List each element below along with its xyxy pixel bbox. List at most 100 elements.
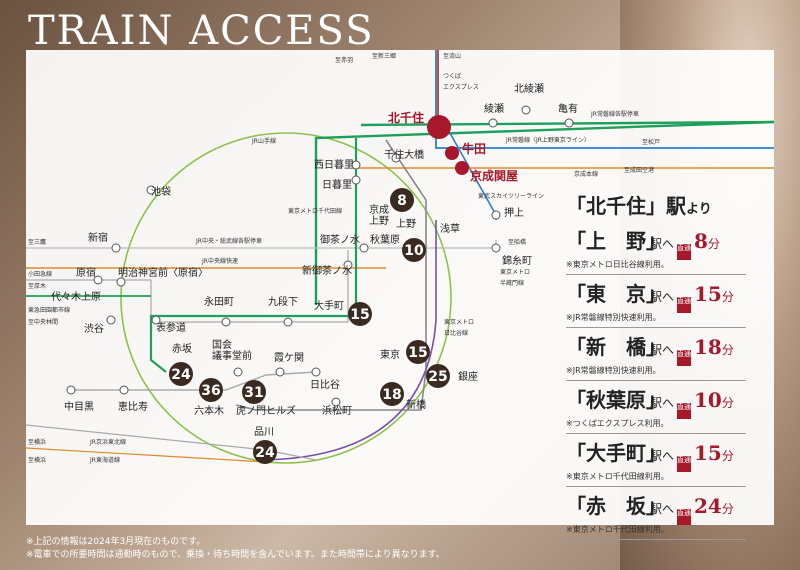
- line-label-keisei: 京成本線: [574, 170, 598, 178]
- station-label-kudanshita: 九段下: [268, 295, 298, 308]
- line-label-skytree: 東武スカイツリーライン: [478, 192, 544, 200]
- destination-suffix: 駅へ: [650, 449, 675, 463]
- minutes-badge-label: 25: [428, 369, 447, 385]
- destination-suffix: 駅へ: [650, 343, 675, 357]
- destination-suffix: 駅へ: [650, 237, 675, 251]
- travel-minutes: 10: [694, 388, 722, 412]
- station-label-hamamatsucho: 浜松町: [322, 404, 352, 417]
- station-label-keisei_ueno: 京成: [369, 203, 389, 216]
- destination-station: 「大手町」: [566, 441, 666, 465]
- station-label-kitaayase: 北綾瀬: [514, 82, 544, 95]
- minutes-badge: [253, 440, 277, 464]
- station-label-hibiya: 日比谷: [310, 379, 340, 391]
- destination-station: 「新 橋」: [566, 335, 666, 359]
- travel-minutes: 24: [694, 494, 722, 518]
- station-label-ikebukuro: 池袋: [151, 185, 171, 198]
- destination-station: 「上 野」: [566, 229, 666, 253]
- line-label-to_chiba: 至船橋: [508, 238, 526, 246]
- station-label-nakameguro: 中目黒: [64, 400, 94, 413]
- station-label-otemachi: 大手町: [314, 299, 344, 312]
- minutes-badge-label: 31: [244, 385, 263, 401]
- footnotes: ※上記の情報は2024年3月現在のものです。 ※電車での所要時間は通勤時のもので…: [26, 536, 445, 562]
- destination-suffix: 駅へ: [650, 290, 675, 304]
- line-label-to_narita: 至成田空港: [624, 166, 654, 174]
- destination-station: 「赤 坂」: [566, 494, 666, 518]
- hanzomon-line: [26, 250, 349, 323]
- station-dots: [66, 105, 574, 407]
- ginza-line: [71, 371, 317, 391]
- minutes-badge: [406, 340, 430, 364]
- minutes-badge: [169, 362, 193, 386]
- kitasenju-station-marker: [427, 115, 451, 139]
- line-label-to_shinmisato: 至新三郷: [372, 52, 396, 60]
- line-label-keihin: JR京浜東北線: [89, 438, 126, 446]
- station-label-ebisu: 恵比寿: [118, 400, 148, 413]
- tokaido-jr-line: [26, 447, 267, 463]
- line-label-to_nagareyama: 至流山: [443, 52, 461, 60]
- route-note: ※東京メトロ千代田線利用。: [566, 525, 669, 534]
- minutes-unit: 分: [721, 343, 734, 357]
- minutes-badge: [380, 382, 404, 406]
- station-label-keisei_ueno: 上野: [369, 215, 389, 227]
- route-map: 北千住牛田京成関屋綾瀬北綾瀬亀有千住大橋西日暮里日暮里京成上野上野秋葉原浅草押上…: [26, 50, 774, 464]
- row-divider: [566, 433, 746, 434]
- row-divider: [566, 539, 746, 540]
- direct-tag: 直通: [677, 403, 692, 419]
- line-label-hanzomon: 東京メトロ: [500, 268, 530, 276]
- line-label-chiyoda: 東京メトロ千代田線: [288, 207, 342, 215]
- info-header-suffix: より: [686, 202, 712, 217]
- origin-station: 「北千住」駅: [566, 194, 686, 218]
- minutes-unit: 分: [721, 502, 734, 516]
- row-divider: [566, 486, 746, 487]
- line-label-hibiya_line: 東京メトロ: [444, 318, 474, 326]
- route-note: ※JR常磐線特別快速利用。: [566, 313, 661, 322]
- line-label-to_yokohama2: 至横浜: [28, 456, 46, 464]
- minutes-badge-label: 8: [397, 193, 407, 209]
- station-label-shibuya: 渋谷: [84, 322, 104, 335]
- minutes-badge: [402, 238, 426, 262]
- station-label-ueno: 上野: [396, 218, 416, 230]
- station-label-ginza: 銀座: [458, 370, 478, 383]
- line-label-to_matsudo: 至松戸: [642, 138, 660, 146]
- minutes-unit: 分: [721, 449, 734, 463]
- station-label-toranomon: 虎ノ門ヒルズ: [236, 404, 296, 417]
- direct-tag: 直通: [677, 244, 692, 260]
- joban-local-line: [314, 120, 774, 305]
- line-label-to_mitaka: 至三鷹: [28, 238, 46, 246]
- station-label-tokyo: 東京: [380, 348, 400, 361]
- yamanote-line: [120, 132, 452, 464]
- destination-station: 「東 京」: [566, 282, 666, 306]
- travel-minutes: 15: [694, 441, 722, 465]
- info-header: 「北千住」駅より: [566, 190, 746, 219]
- hibiya-line: [235, 139, 427, 411]
- line-label-to_odawara: 小田急線: [28, 270, 52, 278]
- station-label-harajuku: 原宿: [76, 266, 96, 279]
- station-label-ayase: 綾瀬: [484, 102, 504, 115]
- station-label-akasaka: 赤坂: [172, 343, 192, 355]
- minutes-badge-label: 24: [255, 445, 275, 461]
- minutes-badge-label: 18: [382, 387, 401, 403]
- station-label-kasumigaseki: 霞ケ関: [274, 352, 304, 364]
- station-label-meiji: 明治神宮前〈原宿〉: [118, 266, 208, 279]
- line-label-to_atsugi: 至厚木: [28, 282, 46, 290]
- minutes-badge: [426, 364, 450, 388]
- joban-rapid-line: [435, 50, 774, 149]
- line-label-tsukuba: エクスプレス: [443, 84, 479, 91]
- station-label-nagatacho: 永田町: [204, 295, 234, 308]
- station-label-asakusa: 浅草: [440, 222, 460, 235]
- route-note: ※JR常磐線特別快速利用。: [566, 366, 661, 375]
- station-label-shinagawa: 品川: [254, 426, 274, 438]
- line-label-hanzomon: 半蔵門線: [500, 279, 524, 287]
- station-label-nippori: 日暮里: [322, 178, 352, 191]
- minutes-badge-label: 15: [408, 345, 427, 361]
- station-label-kokkai: 国会: [212, 338, 232, 351]
- line-label-tsukuba: つくば: [443, 72, 461, 80]
- row-divider: [566, 274, 746, 275]
- minutes-badge: [348, 302, 372, 326]
- footnote-2: ※電車での所要時間は通勤時のもので、乗換・待ち時間を含んでいます。また時間帯によ…: [26, 550, 445, 560]
